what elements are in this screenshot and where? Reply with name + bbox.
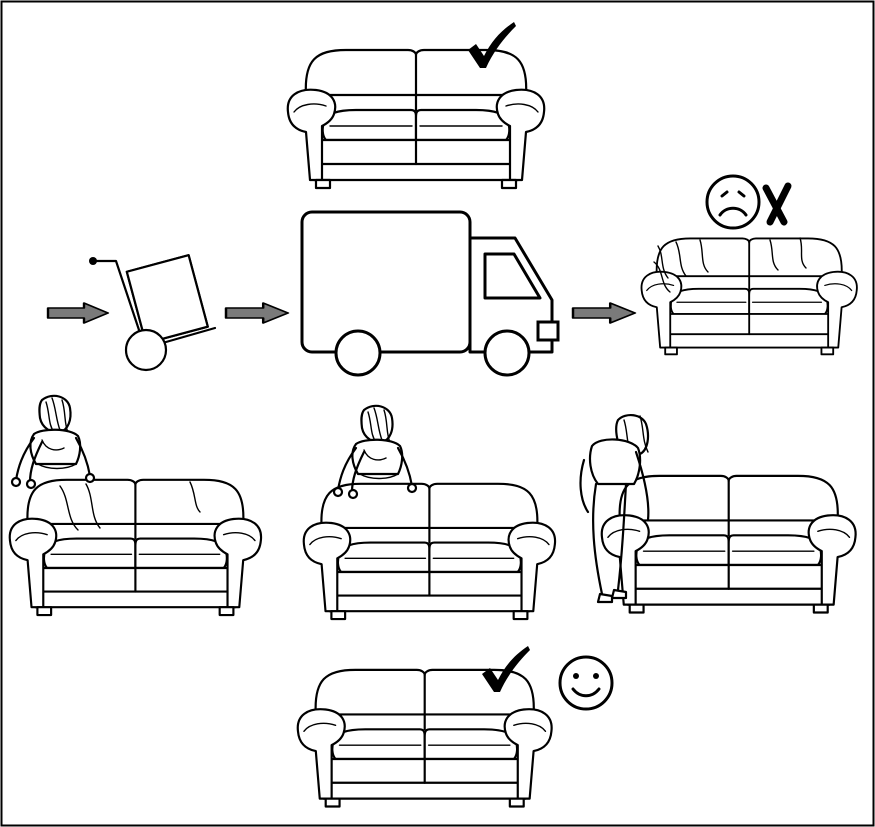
sad-face-icon xyxy=(707,176,759,228)
sofa-after-transport xyxy=(641,238,856,354)
arrow-right-icon xyxy=(48,303,108,323)
sofa-icon xyxy=(298,670,552,807)
sofa-icon xyxy=(288,50,544,188)
sofa-icon xyxy=(10,480,261,615)
cross-icon xyxy=(766,186,788,222)
smoothing-step-3 xyxy=(581,415,856,612)
arrow-right-icon xyxy=(226,303,288,323)
person-icon xyxy=(12,396,94,488)
happy-face-icon xyxy=(560,657,612,709)
sofa-icon xyxy=(304,484,555,619)
sofa-ok-top xyxy=(288,50,544,188)
truck-icon xyxy=(302,212,558,375)
smoothing-step-2 xyxy=(304,406,555,619)
arrow-right-icon xyxy=(573,303,635,323)
smoothing-step-1 xyxy=(10,396,261,615)
sofa-ok-bottom xyxy=(298,670,552,807)
sofa-icon xyxy=(602,476,856,613)
sofa-icon xyxy=(641,238,856,354)
